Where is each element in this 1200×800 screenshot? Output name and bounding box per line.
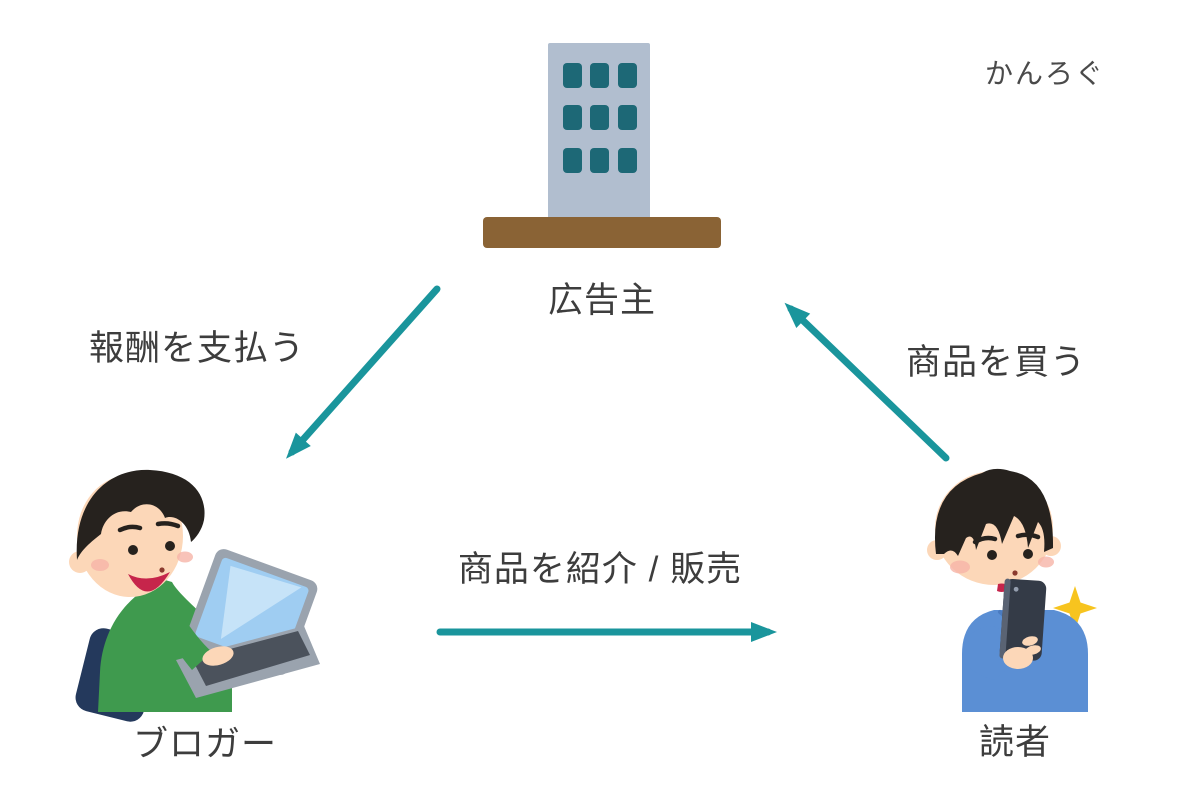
- sparkle-icon: [1053, 586, 1097, 630]
- blogger-at-laptop-icon: [69, 469, 320, 722]
- pay-label: 報酬を支払う: [89, 329, 306, 368]
- buy-label: 商品を買う: [906, 343, 1087, 382]
- building-windows: [563, 63, 637, 173]
- buy-arrow: [784, 302, 950, 462]
- blogger-label: ブロガー: [132, 725, 277, 764]
- reader-with-smartphone-icon: [927, 468, 1097, 712]
- advertiser-label: 広告主: [547, 281, 656, 320]
- promote-label: 商品を紹介 / 販売: [457, 550, 743, 589]
- reader-label: 読者: [978, 723, 1051, 762]
- office-building-icon: [483, 43, 721, 248]
- pay-arrow: [286, 285, 441, 459]
- watermark: かんろぐ: [985, 58, 1106, 89]
